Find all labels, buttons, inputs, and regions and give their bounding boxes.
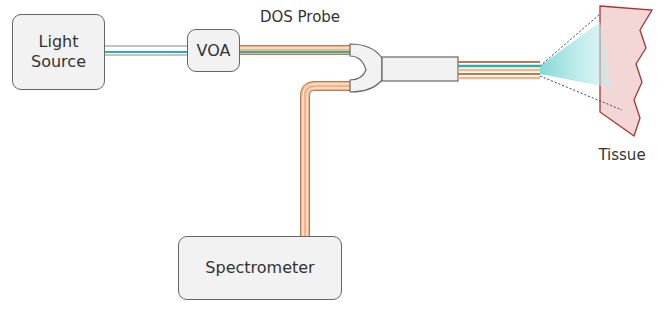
tissue-label: Tissue [596, 146, 647, 164]
distal-fibers [458, 62, 540, 78]
probe-label: DOS Probe [258, 8, 342, 26]
cone-edge [540, 14, 600, 66]
node-label: Light Source [24, 32, 94, 72]
detector-fiber [303, 84, 355, 236]
probe-splitter [350, 44, 382, 92]
node-label: Spectrometer [205, 258, 314, 278]
node-label: VOA [197, 41, 231, 61]
spectrometer-box: Spectrometer [178, 236, 342, 300]
source-box: Light Source [12, 14, 105, 90]
attenuator-box: VOA [187, 29, 240, 72]
cone-edge [540, 76, 622, 110]
source-fiber [240, 48, 352, 52]
light-cone [540, 22, 612, 88]
probe-body [382, 57, 458, 81]
fiber-cable [105, 51, 187, 53]
